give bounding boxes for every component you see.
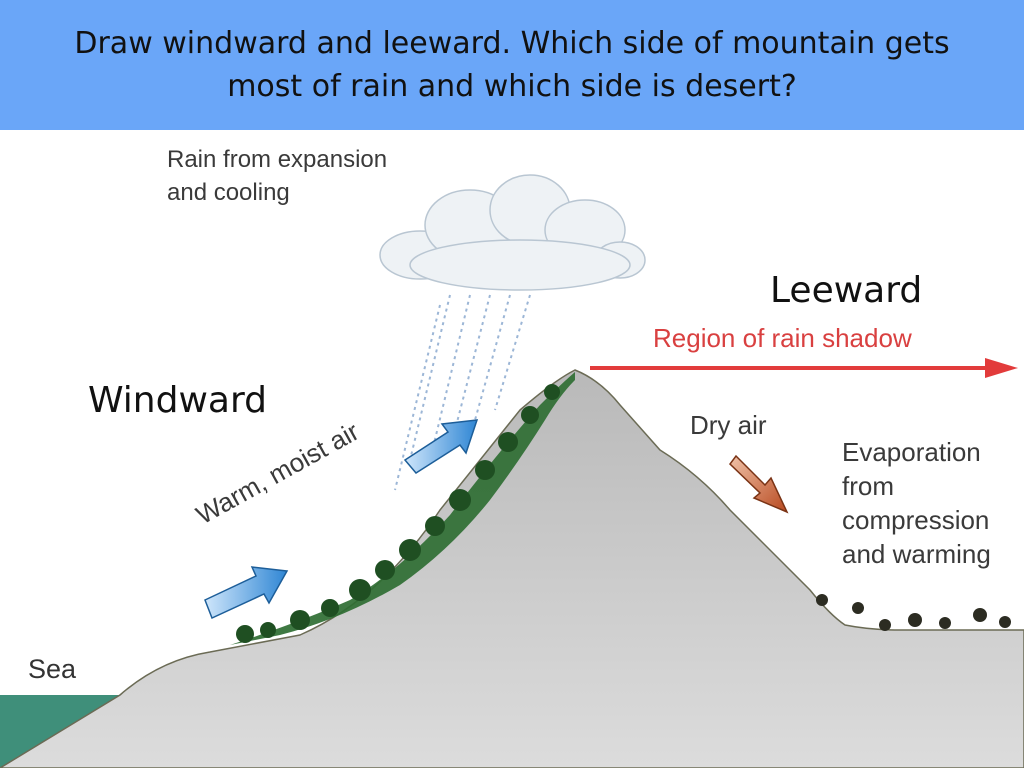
slide-title: Draw windward and leeward. Which side of…	[74, 26, 950, 104]
slide-header: Draw windward and leeward. Which side of…	[0, 0, 1024, 130]
rain-label-line2: and cooling	[167, 179, 290, 206]
evaporation-line: from	[842, 471, 894, 501]
rain-label: Rain from expansion and cooling	[167, 143, 387, 209]
windward-label: Windward	[88, 380, 267, 421]
evaporation-label: Evaporation from compression and warming	[842, 435, 991, 571]
sea-label: Sea	[28, 654, 77, 684]
moist-air-arrow-lower	[204, 566, 289, 620]
trees	[236, 384, 560, 643]
evaporation-line: compression	[842, 505, 990, 535]
rain-cloud	[379, 174, 646, 291]
rain-streaks	[394, 294, 531, 491]
evaporation-line: Evaporation	[842, 437, 981, 467]
evaporation-line: and warming	[842, 539, 991, 569]
rain-label-line1: Rain from expansion	[167, 146, 388, 173]
rain-shadow-diagram: Rain from expansion and cooling Leeward …	[0, 130, 1024, 768]
mountain	[0, 369, 1024, 768]
diagram-graphic	[0, 174, 1024, 768]
dry-air-label: Dry air	[690, 410, 767, 440]
leeward-label: Leeward	[770, 270, 923, 311]
rain-shadow-arrow-head	[985, 358, 1018, 378]
desert-shrubs	[816, 594, 1011, 631]
rain-shadow-label: Region of rain shadow	[653, 323, 912, 353]
moist-air-arrow-upper	[403, 419, 479, 474]
dry-air-arrow	[729, 454, 789, 514]
